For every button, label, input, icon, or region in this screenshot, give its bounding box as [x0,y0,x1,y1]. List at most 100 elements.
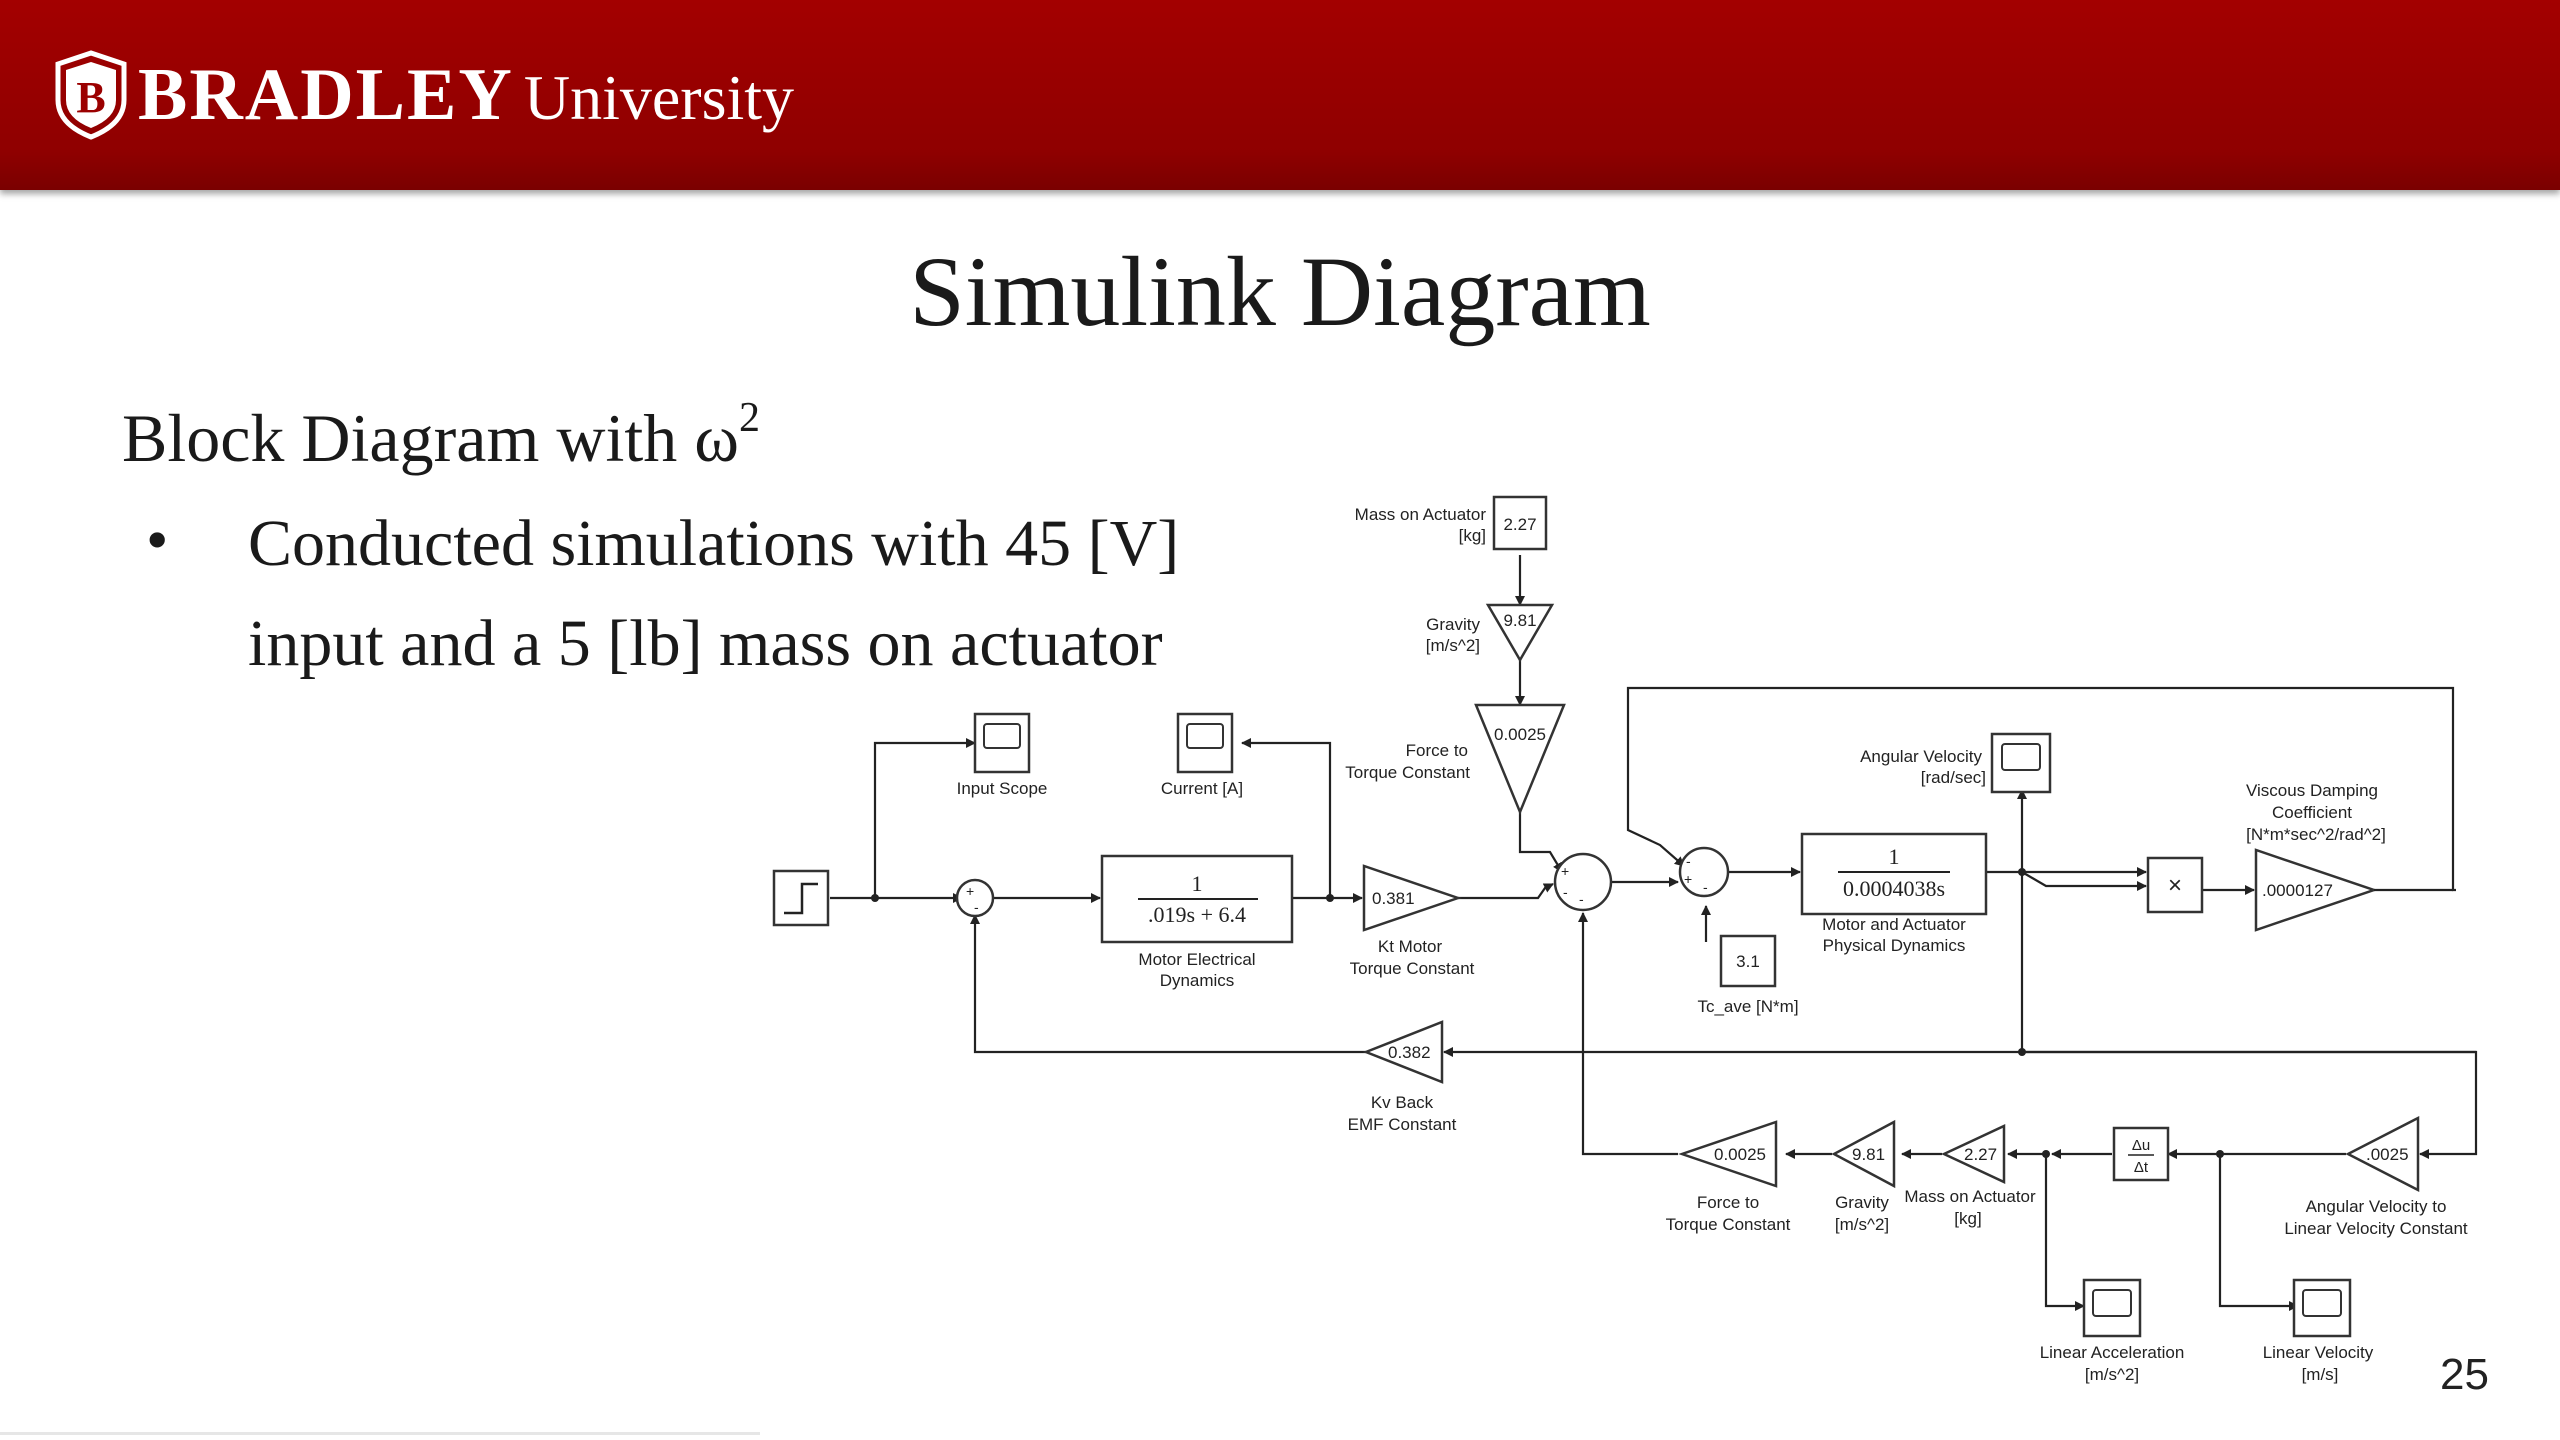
step-input-block [772,869,830,927]
force-top-label2: Torque Constant [1345,763,1470,782]
force-top-value: 0.0025 [1494,725,1546,744]
motor-elec-den: .019s + 6.4 [1148,902,1246,927]
ang-to-lin-label1: Angular Velocity to [2306,1197,2447,1216]
torque-sum-junction: + - - [1553,852,1613,912]
kv-value: 0.382 [1388,1043,1431,1062]
kv-label2: EMF Constant [1348,1115,1457,1134]
svg-text:-: - [1563,884,1568,900]
input-scope-label: Input Scope [957,779,1048,798]
force-torque-bottom-gain: 0.0025 Force to Torque Constant [1666,1120,1791,1234]
angular-to-linear-gain: .0025 Angular Velocity to Linear Velocit… [2284,1115,2468,1238]
derivative-block: Δu Δt [2112,1126,2170,1182]
motor-physical-dynamics: 1 0.0004038s Motor and Actuator Physical… [1800,832,1988,955]
logo-letter: B [76,73,105,122]
motor-elec-label2: Dynamics [1160,971,1235,990]
tc-ave-constant: 3.1 Tc_ave [N*m] [1697,934,1799,1016]
current-scope: Current [A] [1161,712,1243,798]
bullet-text: Conducted simulations with 45 [V] input … [248,494,1328,694]
gravity-top-label2: [m/s^2] [1426,636,1480,655]
gravity-bottom-gain: 9.81 Gravity [m/s^2] [1831,1119,1896,1234]
mass-bottom-gain: 2.27 Mass on Actuator [kg] [1904,1124,2036,1228]
force-top-label1: Force to [1406,741,1468,760]
linear-velocity-scope: Linear Velocity [m/s] [2263,1278,2374,1384]
ang-to-lin-value: .0025 [2366,1145,2409,1164]
bradley-shield-logo: B [55,50,127,140]
derivative-num: Δu [2132,1137,2150,1154]
slide-number: 25 [2440,1350,2489,1399]
bullet-line-2: input and a 5 [lb] mass on actuator [248,607,1163,680]
angular-scope-label2: [rad/sec] [1921,768,1986,787]
footer-divider [0,1432,760,1435]
bullet-dot: • [146,504,169,575]
derivative-den: Δt [2134,1159,2149,1176]
junction-dots [871,868,2224,1158]
svg-text:+: + [1561,863,1569,879]
heading-text: Block Diagram with ω [122,400,739,476]
product-symbol: × [2168,872,2182,899]
svg-text:-: - [1686,853,1691,869]
lin-acc-label1: Linear Acceleration [2040,1343,2185,1362]
mass-top-label2: [kg] [1459,526,1486,545]
gravity-top-value: 9.81 [1503,611,1536,630]
linear-acceleration-scope: Linear Acceleration [m/s^2] [2040,1278,2185,1384]
kt-label2: Torque Constant [1350,959,1475,978]
kv-back-emf-gain: 0.382 Kv Back EMF Constant [1348,1020,1457,1134]
angular-velocity-scope: Angular Velocity [rad/sec] [1860,732,2052,794]
mass-bottom-value: 2.27 [1964,1145,1997,1164]
slide-title: Simulink Diagram [909,236,1651,347]
viscous-value: .0000127 [2262,881,2333,900]
gravity-top-label1: Gravity [1426,615,1480,634]
motor-electrical-dynamics: 1 .019s + 6.4 Motor Electrical Dynamics [1100,854,1294,990]
wordmark-university: University [523,62,795,133]
mass-bottom-label2: [kg] [1954,1209,1981,1228]
mass-top-value: 2.27 [1503,515,1536,534]
motor-phys-label1: Motor and Actuator [1822,915,1966,934]
lin-acc-label2: [m/s^2] [2085,1365,2139,1384]
gravity-top-gain: 9.81 Gravity [m/s^2] [1426,603,1555,663]
kt-motor-torque-gain: 0.381 Kt Motor Torque Constant [1350,864,1475,978]
friction-sum-junction: - + - [1678,846,1730,898]
motor-elec-num: 1 [1192,871,1203,896]
mass-bottom-label1: Mass on Actuator [1904,1187,2036,1206]
svg-text:+: + [966,883,974,899]
mass-top-label1: Mass on Actuator [1355,505,1487,524]
force-bottom-label1: Force to [1697,1193,1759,1212]
kv-label1: Kv Back [1371,1093,1434,1112]
product-block: × [2146,856,2204,914]
viscous-label2: Coefficient [2272,803,2352,822]
signal-wires [830,555,2478,1311]
viscous-label3: [N*m*sec^2/rad^2] [2246,825,2386,844]
motor-elec-label1: Motor Electrical [1138,950,1255,969]
heading-superscript: 2 [738,395,760,441]
svg-text:-: - [1579,891,1584,907]
tc-label: Tc_ave [N*m] [1697,997,1798,1016]
kt-value: 0.381 [1372,889,1415,908]
viscous-label1: Viscous Damping [2246,781,2378,800]
bullet-line-1: Conducted simulations with 45 [V] [248,507,1180,580]
tc-value: 3.1 [1736,952,1760,971]
wordmark-bradley: BRADLEY [138,54,514,136]
lin-vel-label2: [m/s] [2302,1365,2339,1384]
gravity-bottom-label1: Gravity [1835,1193,1889,1212]
svg-text:+: + [1684,871,1692,887]
motor-phys-num: 1 [1889,844,1900,869]
viscous-damping-gain: .0000127 Viscous Damping Coefficient [N*… [2246,781,2386,932]
motor-phys-label2: Physical Dynamics [1823,936,1966,955]
section-heading: Block Diagram with ω2 [122,395,760,478]
input-sum-junction: + - [955,878,995,918]
current-scope-label: Current [A] [1161,779,1243,798]
gravity-bottom-label2: [m/s^2] [1835,1215,1889,1234]
svg-text:-: - [974,899,979,915]
kt-label1: Kt Motor [1378,937,1443,956]
force-torque-top-gain: 0.0025 Force to Torque Constant [1345,703,1566,816]
motor-phys-den: 0.0004038s [1843,876,1945,901]
gravity-bottom-value: 9.81 [1852,1145,1885,1164]
svg-text:-: - [1703,879,1708,895]
lin-vel-label1: Linear Velocity [2263,1343,2374,1362]
force-bottom-label2: Torque Constant [1666,1215,1791,1234]
angular-scope-label1: Angular Velocity [1860,747,1982,766]
input-scope: Input Scope [957,712,1048,798]
